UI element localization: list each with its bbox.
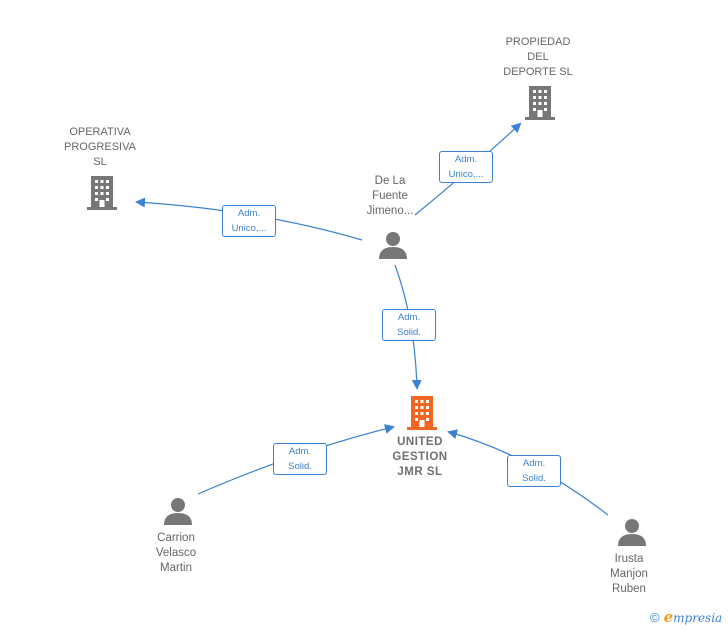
edge-label-to-operativa[interactable]: Adm. Unico,... [222,205,276,237]
node-label-delafuente[interactable]: De La Fuente Jimeno... [366,175,414,217]
person-icon-irusta[interactable] [617,517,647,547]
node-label-carrion[interactable]: Carrion Velasco Martin [155,532,197,574]
edge-label-delafuente-to-united[interactable]: Adm. Solid. [382,309,436,341]
building-icon-united[interactable] [407,396,437,430]
building-icon-propiedad[interactable] [525,86,555,120]
copyright-icon: © [650,609,660,625]
building-icon-operativa[interactable] [87,176,117,210]
person-icon-carrion[interactable] [163,496,193,526]
footer-brand[interactable]: © empresia [650,608,722,626]
brand-logo: empresia [663,608,723,626]
node-label-united[interactable]: UNITED GESTION JMR SL [392,436,448,478]
edge-label-carrion-to-united[interactable]: Adm. Solid. [273,443,327,475]
node-label-irusta[interactable]: Irusta Manjon Ruben [610,553,648,595]
node-label-propiedad[interactable]: PROPIEDAD DEL DEPORTE SL [503,36,573,78]
edge-label-irusta-to-united[interactable]: Adm. Solid. [507,455,561,487]
person-icon-delafuente[interactable] [378,230,408,260]
edge-label-to-propiedad[interactable]: Adm. Unico,... [439,151,493,183]
node-label-operativa[interactable]: OPERATIVA PROGRESIVA SL [64,126,136,168]
